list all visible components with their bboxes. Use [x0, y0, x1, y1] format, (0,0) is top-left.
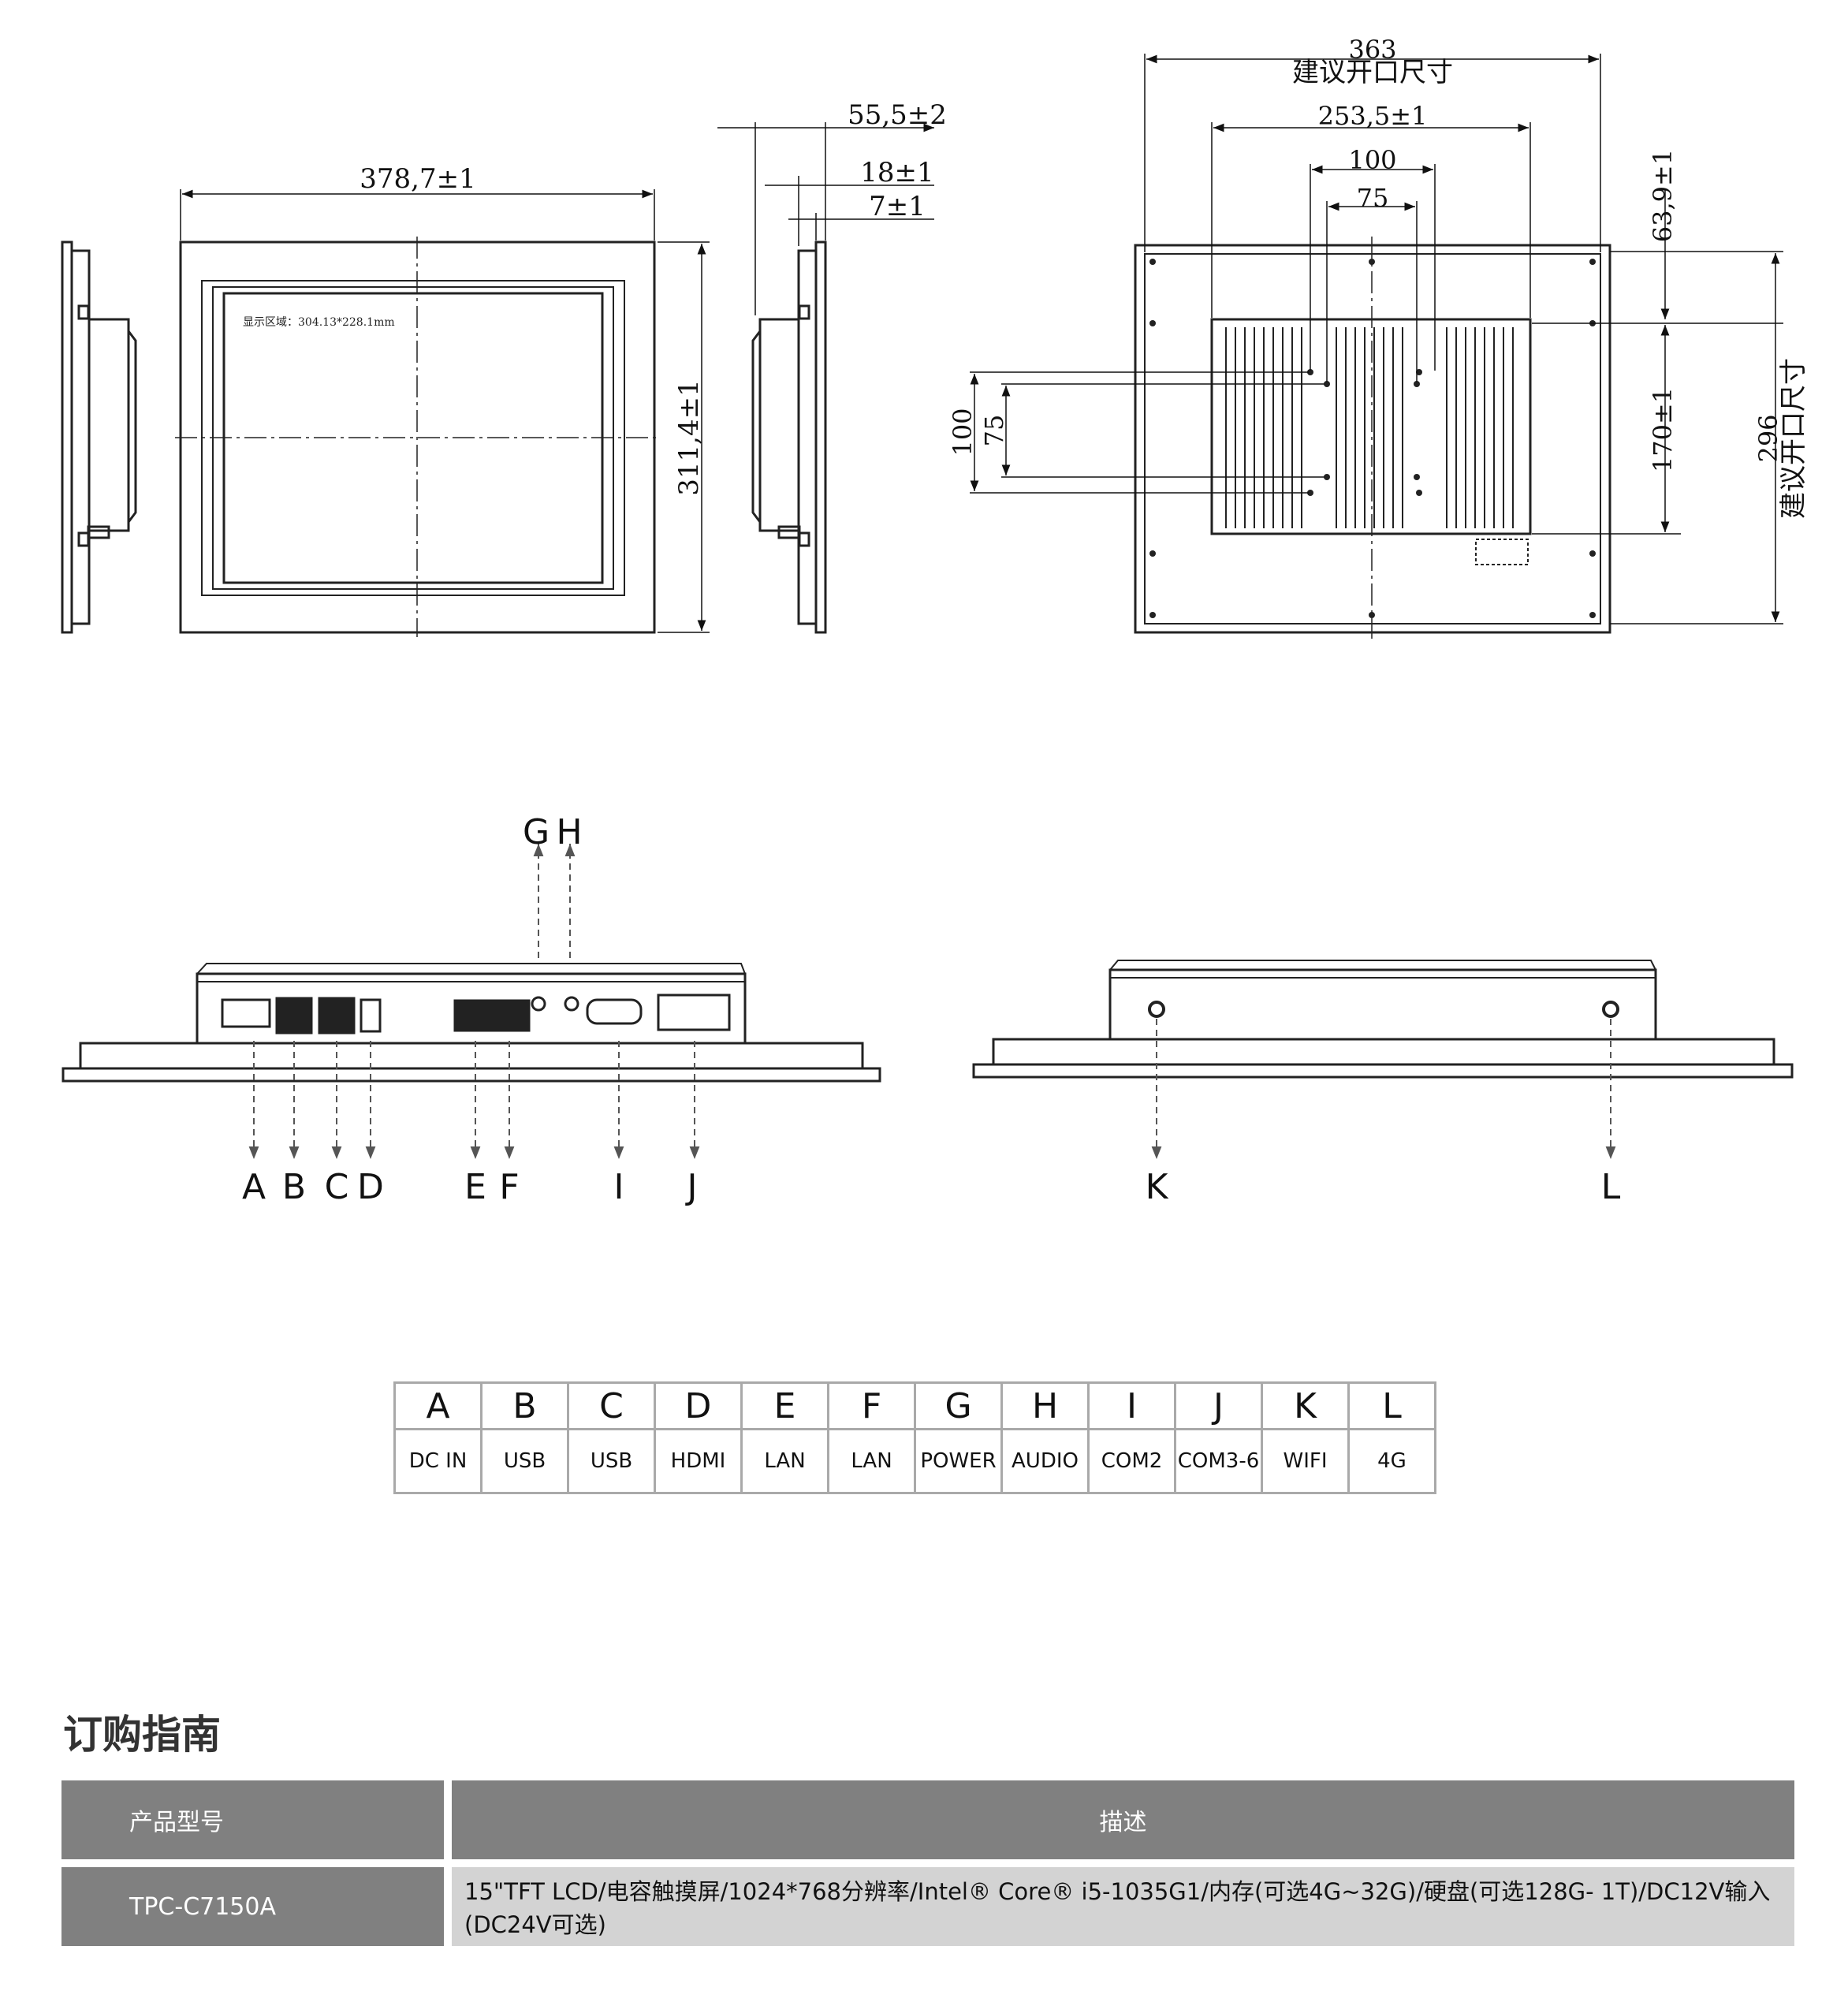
rear-170-dim: 170±1: [1648, 387, 1678, 472]
rear-253-dim: 253,5±1: [1318, 101, 1428, 131]
port-function-cell: HDMI: [654, 1428, 743, 1494]
ordering-table: 产品型号 描述 TPC-C7150A 15"TFT LCD/电容触摸屏/1024…: [61, 1780, 1794, 1946]
front-width-dim: 378,7±1: [360, 163, 475, 195]
port-code-cell: H: [1000, 1381, 1090, 1430]
front-view: [175, 237, 661, 637]
port-code-cell: F: [827, 1381, 916, 1430]
port-letter-e: E: [464, 1167, 486, 1207]
port-function-cell: WIFI: [1261, 1428, 1350, 1494]
vesa-100-h-dim: 100: [1348, 145, 1396, 175]
port-function-cell: COM2: [1087, 1428, 1176, 1494]
port-code-cell: K: [1261, 1381, 1350, 1430]
port-code-cell: L: [1347, 1381, 1436, 1430]
side-7-dim: 7±1: [869, 191, 926, 222]
port-code-cell: D: [654, 1381, 743, 1430]
port-function-cell: LAN: [827, 1428, 916, 1494]
port-code-cell: E: [740, 1381, 829, 1430]
cutout-height-dim: 296: [1753, 414, 1783, 462]
bottom-view-left: [61, 963, 881, 1083]
ordering-data-row: TPC-C7150A 15"TFT LCD/电容触摸屏/1024*768分辨率/…: [61, 1867, 1794, 1946]
header-description: 描述: [452, 1780, 1794, 1859]
ordering-header-row: 产品型号 描述: [61, 1780, 1794, 1859]
vesa-100-v-dim: 100: [948, 408, 978, 456]
port-letter-l: L: [1601, 1167, 1621, 1207]
port-letter-f: F: [499, 1167, 519, 1207]
vesa-75-v-dim: 75: [979, 415, 1009, 447]
port-function-cell: USB: [567, 1428, 656, 1494]
port-function-row: DC IN USB USB HDMI LAN LAN POWER AUDIO C…: [393, 1428, 1436, 1494]
cutout-width-dim: 363: [1348, 35, 1396, 65]
port-function-cell: AUDIO: [1000, 1428, 1090, 1494]
port-letter-g: G: [523, 812, 550, 852]
vesa-75-h-dim: 75: [1357, 183, 1389, 213]
port-code-cell: I: [1087, 1381, 1176, 1430]
port-code-cell: G: [914, 1381, 1003, 1430]
header-model: 产品型号: [61, 1780, 444, 1859]
display-area-label: 显示区域：304.13*228.1mm: [243, 316, 395, 329]
side-depth-dim: 55,5±2: [848, 99, 947, 131]
port-letter-c: C: [325, 1167, 349, 1207]
port-letter-k: K: [1146, 1167, 1169, 1207]
rear-view: [1134, 237, 1611, 639]
port-function-cell: POWER: [914, 1428, 1003, 1494]
port-code-cell: C: [567, 1381, 656, 1430]
port-function-cell: LAN: [740, 1428, 829, 1494]
port-code-cell: B: [480, 1381, 569, 1430]
ordering-guide-title: 订购指南: [63, 1712, 221, 1758]
left-side-view: [61, 240, 137, 634]
bottom-view-right: [972, 960, 1794, 1079]
port-code-row: A B C D E F G H I J K L: [393, 1381, 1436, 1430]
port-letter-b: B: [282, 1167, 306, 1207]
port-letter-d: D: [357, 1167, 384, 1207]
port-code-cell: J: [1174, 1381, 1263, 1430]
port-letter-a: A: [242, 1167, 266, 1207]
port-function-cell: DC IN: [393, 1428, 482, 1494]
port-diagrams: G H A B C D E F I J K L: [61, 812, 1794, 1207]
description-cell: 15"TFT LCD/电容触摸屏/1024*768分辨率/Intel® Core…: [452, 1867, 1794, 1946]
port-code-cell: A: [393, 1381, 482, 1430]
rear-63-dim: 63,9±1: [1648, 149, 1678, 242]
model-cell: TPC-C7150A: [61, 1867, 444, 1946]
port-letter-h: H: [556, 812, 582, 852]
port-function-cell: 4G: [1347, 1428, 1436, 1494]
side-18-dim: 18±1: [860, 157, 933, 188]
dimension-drawings: 显示区域：304.13*228.1mm 378,7±1 311,4±1 55,5…: [61, 35, 1809, 639]
port-legend-table: A B C D E F G H I J K L DC IN USB USB HD…: [393, 1381, 1436, 1494]
cutout-width-label: 建议开口尺寸: [1292, 57, 1453, 88]
cutout-height-label: 建议开口尺寸: [1778, 358, 1809, 519]
front-height-dim: 311,4±1: [673, 379, 705, 495]
port-letter-i: I: [614, 1167, 624, 1207]
port-letter-j: J: [685, 1167, 698, 1207]
right-side-view: [751, 240, 827, 634]
port-function-cell: USB: [480, 1428, 569, 1494]
port-function-cell: COM3-6: [1174, 1428, 1263, 1494]
